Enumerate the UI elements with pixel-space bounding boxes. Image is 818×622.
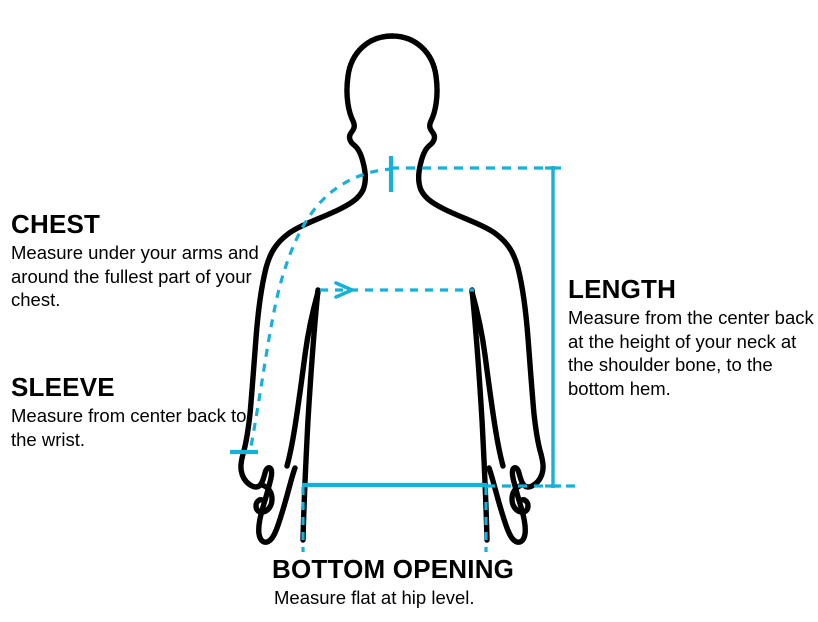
callout-length-body: Measure from the center back at the heig… xyxy=(568,307,814,399)
right-thumb-outline xyxy=(509,482,531,515)
callout-length: LENGTH Measure from the center back at t… xyxy=(568,274,816,400)
callout-bottom-opening-body: Measure flat at hip level. xyxy=(274,587,475,608)
measurement-annotations xyxy=(230,156,580,552)
body-silhouette xyxy=(238,33,546,545)
right-torso-side-outline xyxy=(469,287,490,543)
callout-sleeve: SLEEVE Measure from center back to the w… xyxy=(11,372,261,451)
callout-bottom-opening-title: BOTTOM OPENING xyxy=(272,554,515,584)
chest-arrow-head-icon xyxy=(334,281,354,299)
callout-sleeve-body: Measure from center back to the wrist. xyxy=(11,405,247,450)
callout-chest-title: CHEST xyxy=(11,209,101,239)
sleeve-measure-curve xyxy=(248,167,394,453)
right-inner-arm-outline xyxy=(469,289,506,469)
callout-bottom-opening: BOTTOM OPENING Measure flat at hip level… xyxy=(272,554,572,610)
callout-length-title: LENGTH xyxy=(568,274,677,304)
left-inner-arm-outline xyxy=(284,289,321,469)
callout-chest-body: Measure under your arms and around the f… xyxy=(11,242,259,310)
left-thumb-outline xyxy=(253,482,275,515)
callout-sleeve-title: SLEEVE xyxy=(11,372,115,402)
left-torso-side-outline xyxy=(300,287,321,543)
callout-chest: CHEST Measure under your arms and around… xyxy=(11,209,261,312)
right-body-outline xyxy=(389,33,546,545)
